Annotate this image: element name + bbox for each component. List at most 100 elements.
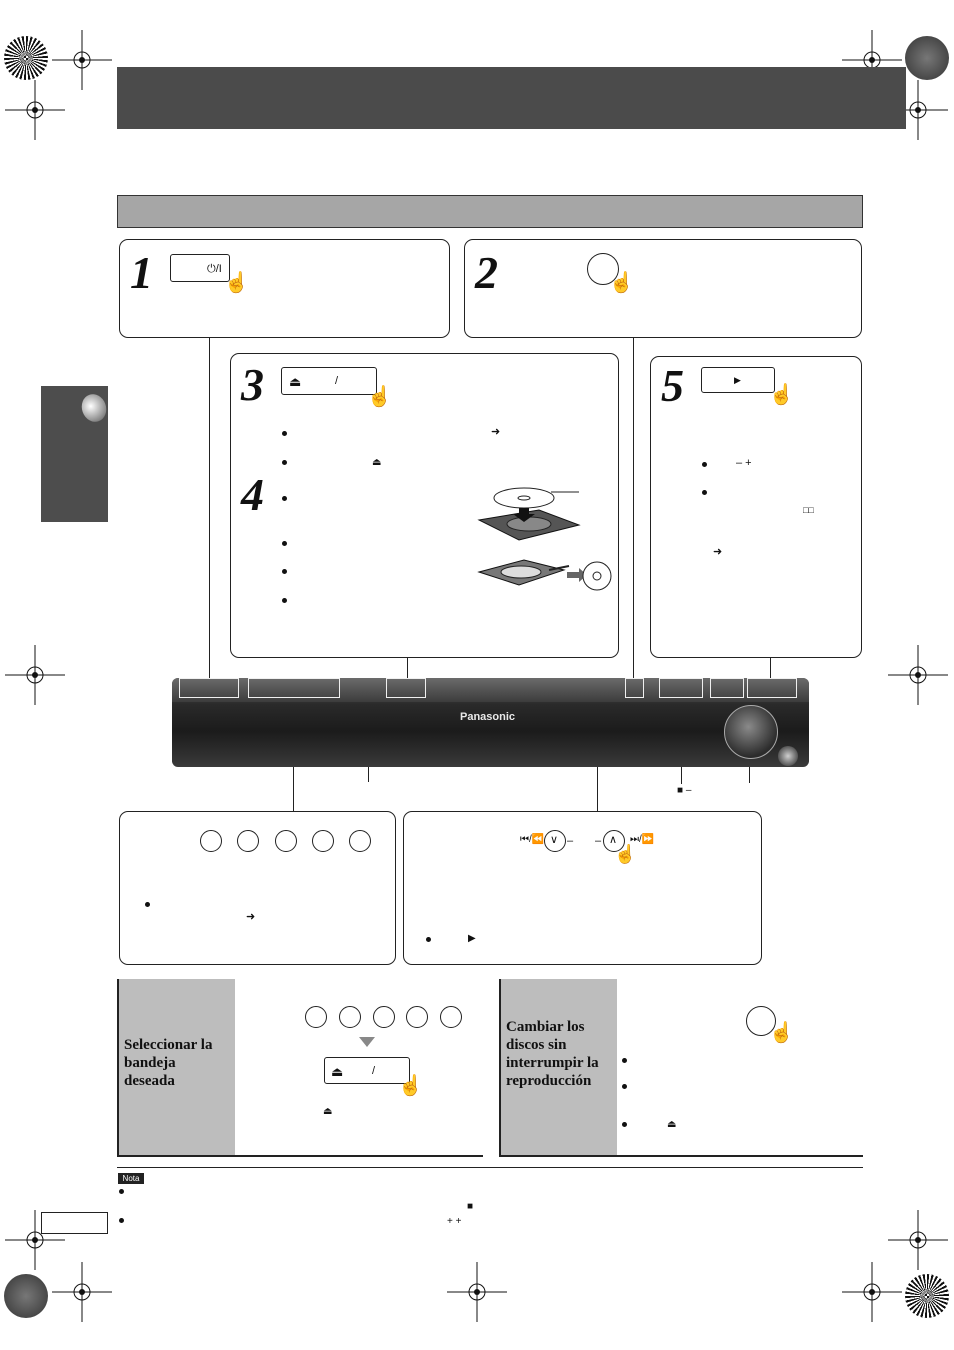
step-number: 4	[241, 469, 264, 520]
registration-mark-mid-right	[888, 645, 948, 705]
tray-button-2[interactable]	[339, 1006, 361, 1028]
play-button[interactable]: ▶	[701, 367, 775, 393]
headphone-jack	[778, 746, 798, 766]
slash-text: /	[372, 1065, 376, 1077]
section-bottom-rule	[117, 1155, 483, 1157]
device-tray-buttons-area[interactable]	[248, 678, 340, 698]
hand-pointer-icon: ☝	[367, 386, 392, 408]
tray-select-panel: ➜	[119, 811, 396, 965]
page-number-box	[41, 1212, 108, 1234]
tray-button-3[interactable]	[275, 830, 297, 852]
play-icon: ▶	[468, 933, 476, 944]
step-1-panel: 1 ⏻/I ☝	[119, 239, 450, 338]
tray-button-1[interactable]	[305, 1006, 327, 1028]
bullet	[622, 1122, 627, 1127]
eject-icon: ⏏	[372, 457, 382, 468]
registration-mark-bottom-right	[888, 1210, 948, 1270]
note-label: Nota	[118, 1173, 144, 1184]
hand-pointer-icon: ☝	[769, 1022, 794, 1044]
arrow-icon: ➜	[491, 426, 501, 438]
skip-back-icon: ⏮/⏪	[520, 834, 545, 845]
disc-button[interactable]	[587, 253, 619, 285]
arrow-icon: ➜	[246, 911, 256, 923]
side-chapter-tab	[41, 386, 111, 522]
volume-knob[interactable]	[724, 705, 778, 759]
tray-button-5[interactable]	[349, 830, 371, 852]
skip-back-button[interactable]: ∨	[544, 830, 566, 852]
skip-panel: ⏮/⏪ ∨ – – ∧ ☝ ⏭/⏩ ▶	[403, 811, 762, 965]
play-icon: ▶	[734, 375, 741, 385]
open-close-button[interactable]: ⏏ /	[281, 367, 377, 395]
registration-mark-bottom-center	[447, 1262, 507, 1322]
note-top-rule	[117, 1167, 863, 1168]
device-open-close-area[interactable]	[386, 678, 426, 698]
tray-button-1[interactable]	[200, 830, 222, 852]
bullet	[119, 1218, 124, 1223]
skip-forward-button[interactable]: ∧	[603, 830, 625, 852]
registration-mark-bottom-right-2	[842, 1262, 902, 1322]
color-rosette-top-left	[4, 36, 48, 80]
connector-line	[407, 657, 408, 678]
device-disc-area[interactable]	[625, 678, 644, 698]
power-icon: ⏻/I	[207, 263, 222, 275]
section-title-bar	[117, 195, 863, 228]
step-2-panel: 2 ☝	[464, 239, 862, 338]
bullet	[282, 431, 287, 436]
hand-pointer-icon: ☝	[609, 272, 634, 294]
device-power-area[interactable]	[179, 678, 239, 698]
change-discs-label-column	[499, 979, 617, 1156]
eject-icon: ⏏	[323, 1106, 333, 1117]
tray-button-5[interactable]	[440, 1006, 462, 1028]
device-skip-area[interactable]	[659, 678, 703, 698]
bullet	[119, 1189, 124, 1194]
hand-pointer-icon: ☝	[398, 1075, 423, 1097]
bullet	[702, 462, 707, 467]
hand-pointer-icon: ☝	[769, 384, 794, 406]
dolby-icon: □□	[803, 505, 814, 515]
down-arrow-icon	[359, 1037, 375, 1047]
minus-text: –	[595, 835, 602, 847]
disc-button[interactable]	[746, 1006, 776, 1036]
disc-tray-illustration	[477, 487, 612, 591]
down-chevron-icon: ∨	[550, 834, 559, 846]
bullet	[282, 460, 287, 465]
slash-text: /	[335, 375, 339, 387]
bullet	[426, 937, 431, 942]
skip-forward-icon: ⏭/⏩	[630, 834, 655, 845]
color-rosette-top-right	[905, 36, 949, 80]
minus-text: –	[567, 835, 574, 847]
bullet	[282, 541, 287, 546]
bullet	[622, 1058, 627, 1063]
tray-button-3[interactable]	[373, 1006, 395, 1028]
power-button[interactable]: ⏻/I	[170, 254, 230, 282]
bullet	[282, 496, 287, 501]
color-rosette-bottom-left	[4, 1274, 48, 1318]
eject-icon: ⏏	[667, 1119, 677, 1130]
registration-mark-mid-left	[5, 645, 65, 705]
step-number: 2	[475, 247, 498, 298]
bullet	[622, 1084, 627, 1089]
stop-icon: ■	[467, 1201, 474, 1212]
bullet	[145, 902, 150, 907]
page-title-bar	[117, 67, 906, 129]
up-chevron-icon: ∧	[609, 834, 618, 846]
minus-plus-text: – +	[736, 457, 752, 469]
tray-button-4[interactable]	[406, 1006, 428, 1028]
color-rosette-bottom-right	[905, 1274, 949, 1318]
connector-line	[209, 338, 210, 678]
step-3-4-panel: 3 ⏏ / ☝ ➜ ⏏ 4	[230, 353, 619, 658]
tray-button-4[interactable]	[312, 830, 334, 852]
registration-mark-bottom-left	[5, 1210, 65, 1270]
open-close-button[interactable]: ⏏ /	[324, 1057, 410, 1084]
step-5-panel: 5 ▶ ☝ – + □□ ➜	[650, 356, 862, 658]
device-play-area[interactable]	[747, 678, 797, 698]
arrow-icon: ➜	[713, 546, 723, 558]
tray-button-2[interactable]	[237, 830, 259, 852]
registration-mark-bottom-left-2	[52, 1262, 112, 1322]
bullet	[282, 569, 287, 574]
device-stop-area[interactable]	[710, 678, 744, 698]
step-number: 5	[661, 360, 684, 411]
connector-line	[770, 657, 771, 678]
disc-icon	[77, 390, 111, 426]
eject-icon: ⏏	[331, 1064, 344, 1079]
